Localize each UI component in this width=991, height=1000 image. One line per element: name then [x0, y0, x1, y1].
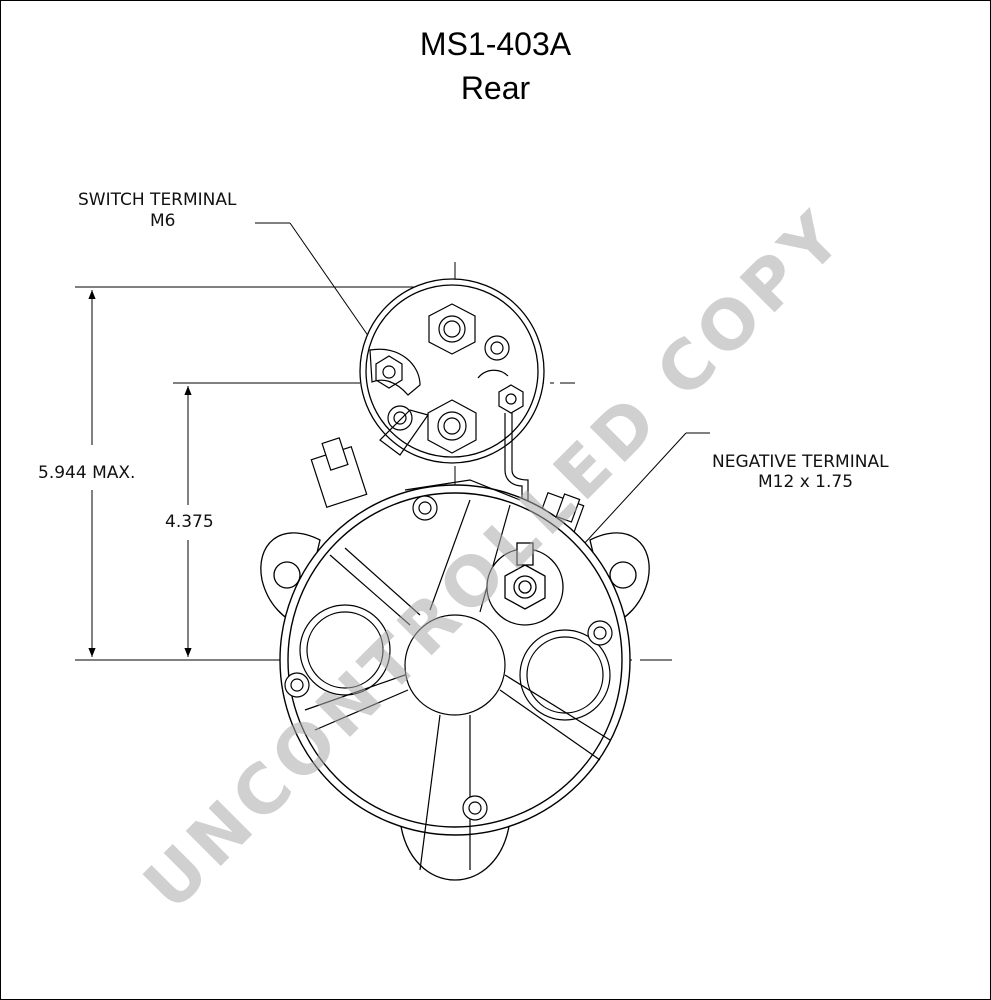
center-height-dimension: 4.375 [165, 512, 214, 532]
main-housing [279, 484, 631, 836]
dimension-5944 [75, 286, 455, 661]
dimension-4375 [173, 382, 330, 657]
housing-detail [299, 479, 611, 871]
leader-switch-terminal [255, 222, 386, 356]
part-number-title: MS1-403A [419, 26, 572, 62]
switch-terminal-size: M6 [150, 211, 176, 231]
switch-terminal-label: SWITCH TERMINAL [78, 190, 237, 210]
negative-terminal-stud [486, 542, 564, 626]
negative-terminal-size: M12 x 1.75 [758, 472, 854, 492]
view-subtitle: Rear [460, 70, 531, 106]
overall-height-dimension: 5.944 MAX. [38, 463, 136, 483]
solenoid-terminals [369, 303, 529, 545]
housing-bolts [284, 495, 613, 821]
negative-terminal-label: NEGATIVE TERMINAL [712, 452, 889, 472]
